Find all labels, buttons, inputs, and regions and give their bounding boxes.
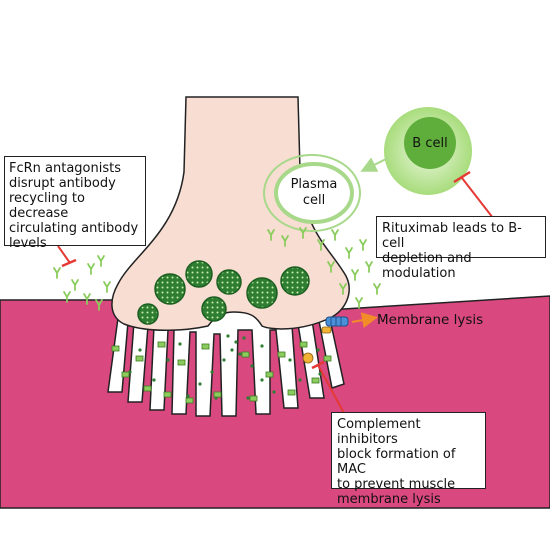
b-cell-label: B cell [412,136,447,151]
vesicle [185,260,213,288]
membrane-lysis-label: Membrane lysis [377,312,483,328]
plasma-cell-body [274,162,354,224]
complement-block-bar [311,360,325,370]
rituximab-inhibition-bar [453,170,471,184]
fcrn-inhibition-bar [61,258,77,268]
fcrn-antagonists-callout: FcRn antagonists disrupt antibody recycl… [4,156,146,251]
mac-complex-icon [321,316,349,334]
vesicle [280,266,310,296]
vesicle [246,277,278,309]
plasma-cell-outer [263,154,361,232]
antibodies [53,227,381,311]
complement-inhibitors-callout: Complement inhibitors block formation of… [331,412,486,507]
vesicle [216,269,242,295]
differentiation-arrow [360,157,389,172]
rituximab-callout: Rituximab leads to B-cell depletion and … [376,216,546,281]
plasma-cell-label-line1: Plasma [291,177,338,192]
receptors [111,341,332,404]
vesicle [154,273,186,305]
membrane-lysis-arrow [351,312,378,329]
rituximab-inhibition-line [461,177,494,219]
complement-protein-icon [302,352,314,364]
vesicle [201,296,227,322]
acetylcholine-particles [128,334,322,400]
synaptic-vesicles [137,260,310,325]
complement-arrow [317,364,346,416]
b-cell-nucleus [404,117,456,169]
plasma-cell-label-line2: cell [303,193,325,208]
fcrn-inhibition-line [57,245,71,264]
vesicle [137,303,159,325]
